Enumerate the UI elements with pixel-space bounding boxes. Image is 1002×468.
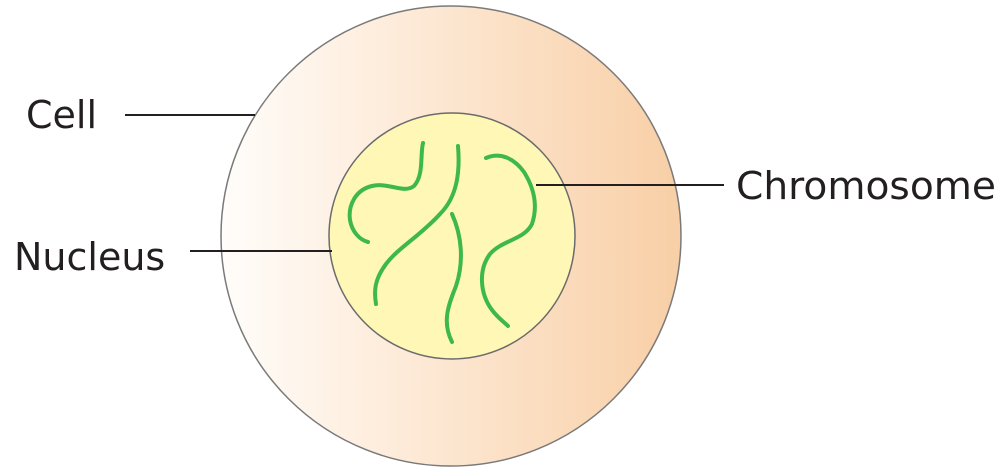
- nucleus-envelope: [329, 113, 575, 359]
- nucleus-label: Nucleus: [14, 235, 165, 279]
- cell-label: Cell: [26, 93, 97, 137]
- chromosome-label: Chromosome: [736, 164, 996, 208]
